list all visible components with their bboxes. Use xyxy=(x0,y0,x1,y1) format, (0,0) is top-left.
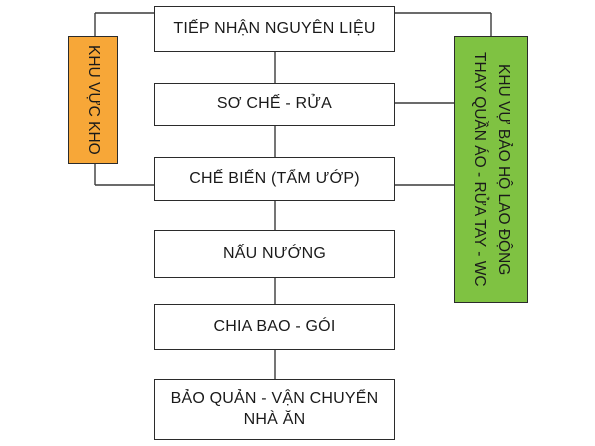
protection-zone-line2: THAY QUẦN ÁO - RỬA TAY - WC xyxy=(471,52,488,287)
step-chia-bao-goi: CHIA BAO - GÓI xyxy=(154,304,395,350)
step-label: CHẾ BIẾN (TẨM ƯỚP) xyxy=(189,169,360,187)
step-so-che-rua: SƠ CHẾ - RỬA xyxy=(154,83,395,126)
step-label: TIẾP NHẬN NGUYÊN LIỆU xyxy=(173,19,376,37)
step-label: NẤU NƯỚNG xyxy=(223,244,326,262)
step-label-line2: NHÀ ĂN xyxy=(243,410,306,428)
warehouse-zone-label-wrap: KHU VỰC KHO xyxy=(81,45,105,155)
step-tiep-nhan-nguyen-lieu: TIẾP NHẬN NGUYÊN LIỆU xyxy=(154,6,395,52)
step-label: SƠ CHẾ - RỬA xyxy=(216,95,333,113)
warehouse-zone: KHU VỰC KHO xyxy=(68,36,118,164)
step-label-line1: BẢO QUẢN - VẬN CHUYỂN xyxy=(170,389,379,407)
protection-zone-line1: KHU VỰ BẢO HỘ LAO ĐỘNG xyxy=(495,63,513,276)
protection-zone-label-wrap: KHU VỰ BẢO HỘ LAO ĐỘNG THAY QUẦN ÁO - RỬ… xyxy=(467,52,515,287)
step-label: CHIA BAO - GÓI xyxy=(213,317,336,335)
step-che-bien-tam-uop: CHẾ BIẾN (TẨM ƯỚP) xyxy=(154,157,395,201)
warehouse-zone-label: KHU VỰC KHO xyxy=(85,45,102,155)
protection-zone: KHU VỰ BẢO HỘ LAO ĐỘNG THAY QUẦN ÁO - RỬ… xyxy=(454,36,528,303)
step-bao-quan-van-chuyen: BẢO QUẢN - VẬN CHUYỂN NHÀ ĂN xyxy=(154,379,395,440)
step-nau-nuong: NẤU NƯỚNG xyxy=(154,230,395,278)
